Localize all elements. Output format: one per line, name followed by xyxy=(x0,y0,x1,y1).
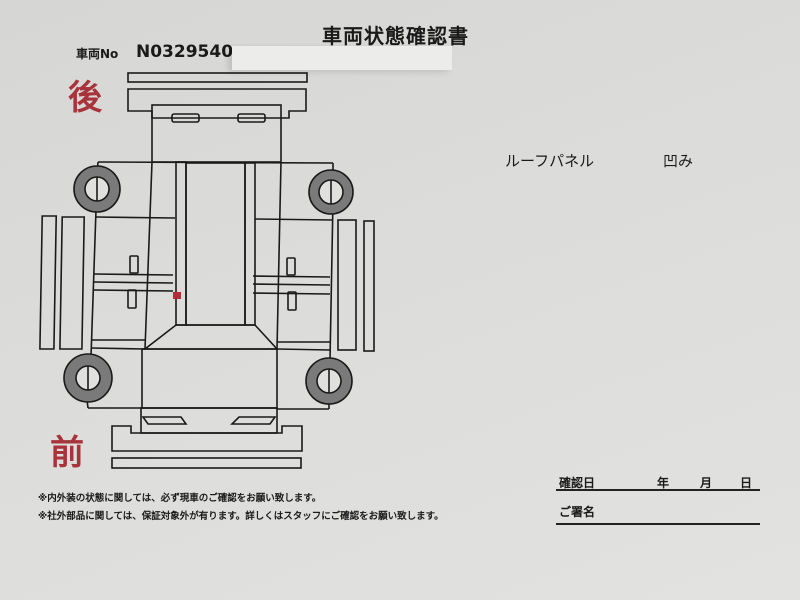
wheel-front-right xyxy=(305,357,353,405)
rear-bumper xyxy=(127,88,307,119)
document-title: 車両状態確認書 xyxy=(322,24,469,48)
windshield xyxy=(142,324,279,350)
side-molding-left-outer xyxy=(39,215,58,350)
side-molding-right-outer xyxy=(363,220,375,352)
note-aftermarket-parts: ※社外部品に関しては、保証対象外が有ります。詳しくはスタッフにご確認をお願い致し… xyxy=(38,511,444,522)
rear-label: 後 xyxy=(68,78,102,118)
wheel-front-left xyxy=(63,353,113,403)
wheel-rear-right xyxy=(308,169,354,215)
front-bumper xyxy=(111,425,303,452)
front-label: 前 xyxy=(50,433,84,473)
signature-label: ご署名 xyxy=(559,505,596,519)
door-handle-rear-left xyxy=(129,255,139,274)
day-label: 日 xyxy=(740,476,753,490)
rear-light-right xyxy=(237,113,266,123)
door-handle-rear-right xyxy=(286,257,296,276)
door-handle-front-right xyxy=(287,291,297,311)
vehicle-no-label: 車両No xyxy=(76,47,119,61)
year-label: 年 xyxy=(657,476,670,490)
date-line xyxy=(556,489,760,491)
damage-part: ルーフパネル xyxy=(505,152,595,170)
wheel-rear-left xyxy=(73,165,121,213)
headlight-left xyxy=(141,416,188,425)
front-bumper-strip xyxy=(111,457,302,469)
signature-line xyxy=(556,523,760,525)
month-label: 月 xyxy=(700,476,713,490)
headlight-right xyxy=(230,416,277,425)
hood xyxy=(141,348,278,409)
door-handle-front-left xyxy=(127,289,137,309)
rear-bumper-strip xyxy=(127,72,308,83)
note-interior-exterior: ※内外装の状態に関しては、必ず現車のご確認をお願い致します。 xyxy=(38,493,322,504)
roof-pillar-left xyxy=(175,161,187,326)
side-molding-right-inner xyxy=(337,219,357,351)
roof-panel xyxy=(185,162,246,326)
confirm-date-label: 確認日 xyxy=(559,476,596,490)
side-molding-left-inner xyxy=(59,216,86,350)
roof-pillar-right xyxy=(244,162,256,326)
front-grille-area xyxy=(140,407,278,434)
damage-type: 凹み xyxy=(663,152,694,170)
redaction-strip xyxy=(232,46,452,70)
vehicle-no-value: N0329540 xyxy=(136,42,234,62)
rear-light-left xyxy=(171,113,200,123)
damage-marker xyxy=(173,292,181,299)
